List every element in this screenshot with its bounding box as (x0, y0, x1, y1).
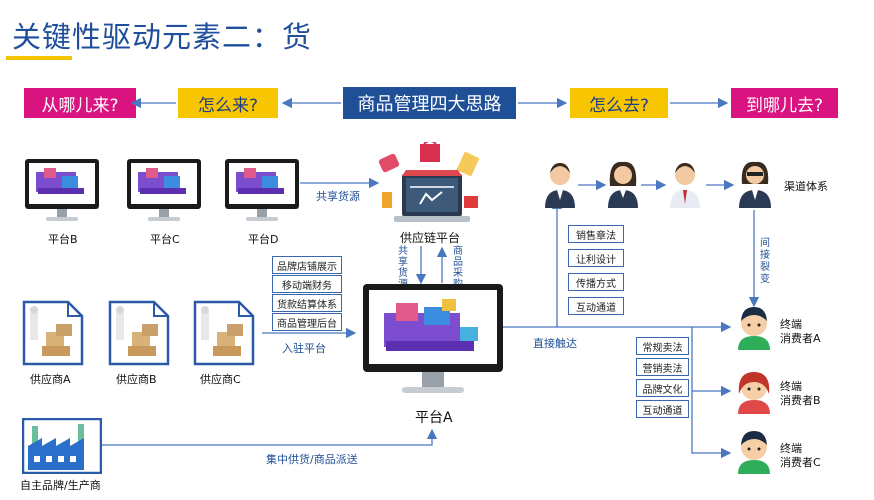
platform-a-label: 平台A (415, 410, 453, 426)
platform-label: 平台C (150, 233, 180, 246)
banner-from-where: 从哪儿来? (24, 88, 136, 118)
arrow-to-consumer-c (691, 391, 732, 459)
consumer-line1: 终端 (780, 318, 802, 331)
tag-settlement: 货款结算体系 (272, 294, 342, 312)
banner-center: 商品管理四大思路 (343, 87, 516, 119)
consumer-line2: 消费者B (780, 394, 821, 407)
indirect-reach-label: 间接裂变 (760, 238, 770, 285)
person-icon (670, 163, 700, 208)
arrow-central-supply (102, 428, 438, 446)
platform-label: 平台B (48, 233, 78, 246)
arrow-to-consumer-b (691, 327, 732, 397)
tag-goods-admin: 商品管理后台 (272, 313, 342, 331)
monitor-icon (225, 159, 299, 221)
direct-reach-label: 直接触达 (533, 337, 577, 350)
supplier-label: 供应商B (116, 373, 157, 386)
consumer-avatar-icon (738, 307, 770, 350)
supplier-document-icon (22, 300, 84, 366)
platform-label: 平台D (248, 233, 279, 246)
person-icon (608, 161, 638, 208)
supply-chain-platform-label: 供应链平台 (400, 231, 461, 245)
supplier-label: 供应商C (200, 373, 241, 386)
factory-icon (22, 418, 102, 474)
banner-how-go: 怎么去? (570, 88, 668, 118)
banner-to-where: 到哪儿去? (731, 88, 838, 118)
tag-spread-method: 传播方式 (568, 273, 624, 291)
tag-discount-design: 让利设计 (568, 249, 624, 267)
tag-marketing-selling: 营销卖法 (636, 358, 689, 376)
tag-interaction-channel-2: 互动通道 (636, 400, 689, 418)
tag-interaction-channel: 互动通道 (568, 297, 624, 315)
supplier-document-icon (193, 300, 255, 366)
channel-system-label: 渠道体系 (784, 180, 828, 193)
person-icon (739, 161, 771, 208)
monitor-icon (25, 159, 99, 221)
consumer-line2: 消费者C (780, 456, 821, 469)
laptop-store-icon (378, 142, 480, 222)
share-source-label: 共享货源 (316, 190, 360, 203)
tag-mobile-finance: 移动端财务 (272, 275, 342, 293)
central-supply-label: 集中供货/商品派送 (266, 453, 358, 466)
tag-brand-store: 品牌店铺展示 (272, 256, 342, 274)
monitor-icon (127, 159, 201, 221)
person-icon (545, 163, 575, 208)
consumer-line1: 终端 (780, 380, 802, 393)
tag-sales-rules: 销售章法 (568, 225, 624, 243)
settle-platform-label: 入驻平台 (282, 342, 326, 355)
consumer-avatar-icon (738, 372, 770, 414)
consumer-line2: 消费者A (780, 332, 821, 345)
tag-regular-selling: 常规卖法 (636, 337, 689, 355)
title-underline (6, 56, 72, 60)
monitor-large-icon (363, 284, 503, 393)
supplier-document-icon (108, 300, 170, 366)
consumer-avatar-icon (738, 431, 770, 474)
own-brand-label: 自主品牌/生产商 (20, 479, 101, 492)
supplier-label: 供应商A (30, 373, 71, 386)
page-title: 关键性驱动元素二：货 (12, 20, 313, 54)
consumer-line1: 终端 (780, 442, 802, 455)
tag-brand-culture: 品牌文化 (636, 379, 689, 397)
banner-how-come: 怎么来? (178, 88, 278, 118)
